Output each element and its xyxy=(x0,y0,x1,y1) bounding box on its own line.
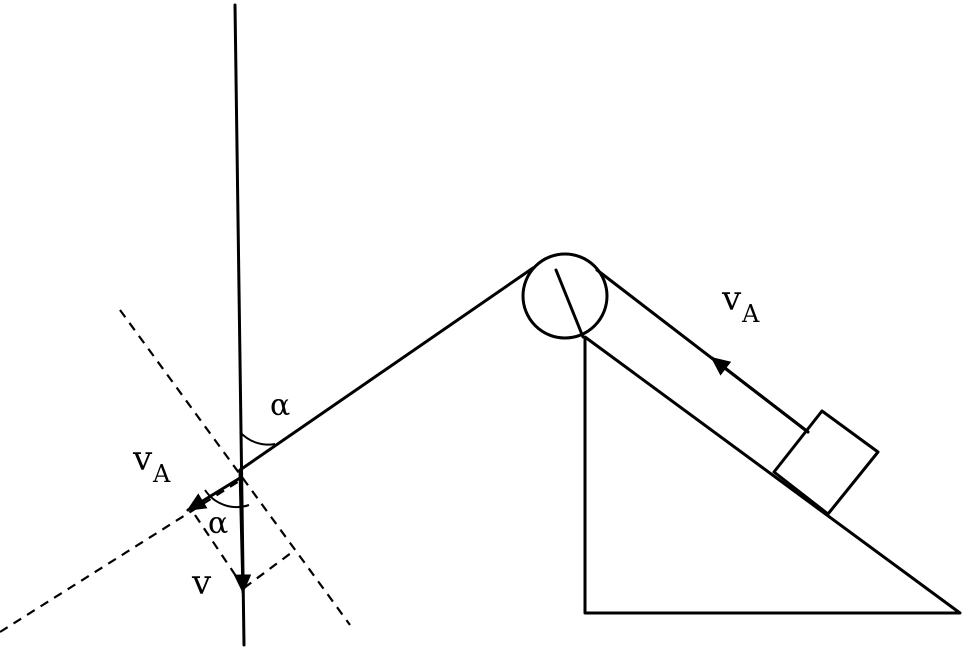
alpha-lower-label: α xyxy=(208,506,228,541)
alpha-lower-arc xyxy=(204,489,250,508)
dashed-line-short-b xyxy=(243,549,296,589)
pulley xyxy=(521,252,609,340)
alpha-upper-label: α xyxy=(270,388,290,423)
vA-component-subscript: A xyxy=(152,460,171,488)
v-arrow xyxy=(233,468,252,594)
pulley-support xyxy=(554,268,585,339)
vA-component-arrow xyxy=(186,476,242,512)
sliding-block xyxy=(772,409,880,516)
vA-incline-label: v xyxy=(721,279,742,319)
vA-component-label: v xyxy=(132,439,153,479)
alpha-upper-arc xyxy=(239,431,276,446)
dashed-line-perpendicular xyxy=(0,477,245,633)
incline-wedge xyxy=(583,335,962,615)
dashed-line-along-rope xyxy=(119,309,351,626)
vA-incline-subscript: A xyxy=(741,300,760,328)
v-label: v xyxy=(191,563,212,603)
vA-incline-arrow xyxy=(710,356,810,434)
rope-left-segment xyxy=(238,266,535,472)
